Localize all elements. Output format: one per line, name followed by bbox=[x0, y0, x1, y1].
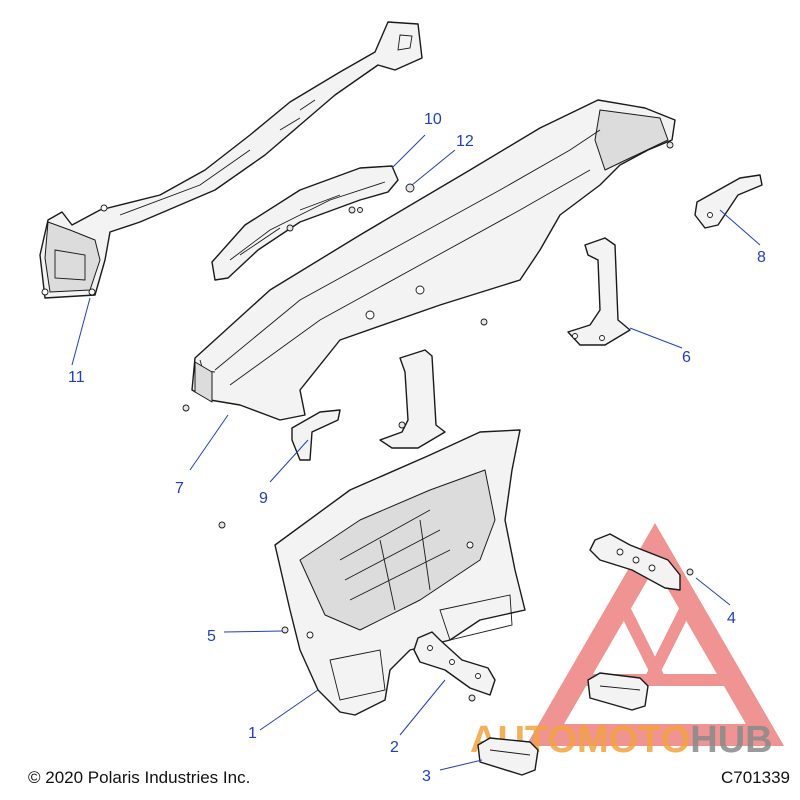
callout-4: 4 bbox=[727, 610, 736, 627]
part-8-bracket bbox=[694, 174, 763, 229]
callout-6: 6 bbox=[682, 349, 691, 366]
callout-2: 2 bbox=[390, 739, 399, 756]
figure-code: C701339 bbox=[720, 768, 790, 787]
callout-5: 5 bbox=[207, 628, 216, 645]
callout-3: 3 bbox=[422, 768, 431, 785]
callout-1: 1 bbox=[248, 725, 257, 742]
svg-text:AUTOMOTOHUB: AUTOMOTOHUB bbox=[470, 719, 773, 761]
part-center-bracket bbox=[379, 349, 446, 449]
copyright-text: © 2020 Polaris Industries Inc. bbox=[28, 768, 251, 787]
part-1-lower-housing bbox=[274, 429, 526, 716]
callout-8: 8 bbox=[757, 249, 766, 266]
part-2-bracket bbox=[413, 631, 496, 702]
fasteners bbox=[218, 207, 363, 634]
part-10-upper-trim bbox=[211, 165, 399, 281]
callout-12: 12 bbox=[456, 133, 474, 150]
part-4-bracket bbox=[589, 533, 694, 591]
callout-11: 11 bbox=[68, 369, 85, 386]
callouts: 10 12 11 8 6 7 9 5 4 1 2 3 bbox=[68, 111, 766, 785]
part-12-nut bbox=[405, 183, 415, 193]
part-6-bracket bbox=[567, 237, 631, 346]
part-7-rear-bar bbox=[182, 99, 676, 421]
leader-lines bbox=[71, 134, 761, 771]
callout-10: 10 bbox=[424, 111, 442, 128]
watermark-text: AUTOMOTOHUB bbox=[470, 719, 773, 761]
part-3-step-block bbox=[477, 672, 649, 776]
part-11-side-panel bbox=[39, 21, 423, 299]
callout-7: 7 bbox=[175, 480, 184, 497]
callout-9: 9 bbox=[259, 490, 268, 507]
part-9-bracket bbox=[291, 409, 341, 461]
watermark-text-hub: HUB bbox=[690, 719, 772, 761]
watermark-text-moto: MOTO bbox=[577, 719, 690, 761]
